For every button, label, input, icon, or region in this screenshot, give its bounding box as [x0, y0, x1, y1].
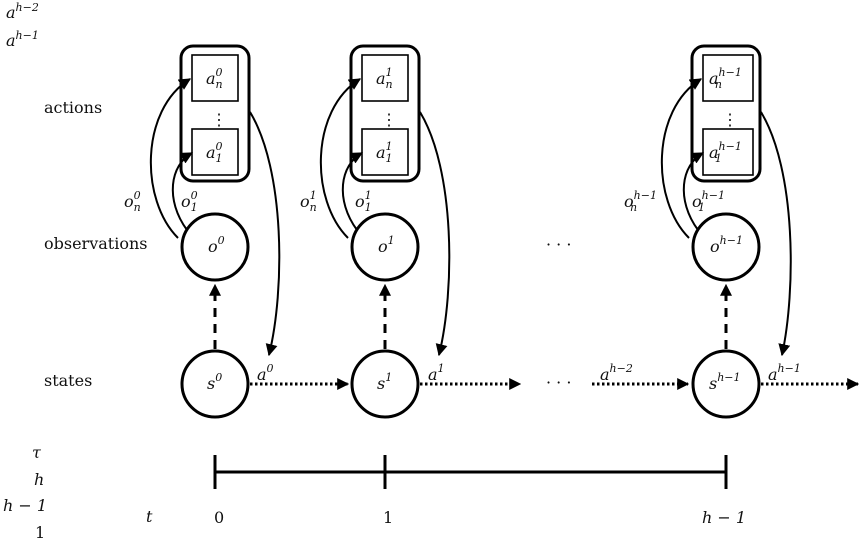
vdots: ⋮ — [381, 110, 397, 129]
action-to-transition-arrow — [760, 111, 792, 357]
action-box-n — [361, 54, 409, 102]
transition-label: ah−1 — [768, 362, 801, 384]
bottom-left-h-minus-1: h − 1 — [3, 496, 47, 515]
states-ellipsis: · · · — [546, 373, 571, 392]
observation-node — [691, 212, 761, 282]
vdots: ⋮ — [722, 110, 738, 129]
action-to-transition-arrow — [249, 111, 281, 357]
obs-to-action-1-arrow — [341, 152, 364, 231]
timeline: t 0 1 h − 1 — [146, 455, 746, 527]
action-box-1 — [361, 128, 409, 176]
timeline-label-0: 0 — [214, 508, 224, 527]
bottom-left-tau: τ — [32, 443, 42, 462]
state-node — [691, 349, 761, 419]
state-label: sh−1 — [709, 371, 741, 393]
observation-label: o1 — [378, 234, 395, 256]
bottom-left-one: 1 — [35, 523, 45, 542]
bottom-left-h: h — [34, 470, 44, 489]
row-label-actions: actions — [44, 98, 102, 117]
observation-node — [350, 212, 420, 282]
timeline-label-h-minus-1: h − 1 — [702, 508, 746, 527]
timeline-t-label: t — [146, 507, 153, 526]
action-box-1 — [702, 128, 754, 176]
observation-node — [180, 212, 250, 282]
state-node — [180, 349, 250, 419]
state-node — [350, 349, 420, 419]
observations-ellipsis: · · · — [546, 235, 571, 254]
action-to-transition-arrow — [419, 111, 451, 357]
row-label-observations: observations — [44, 234, 147, 253]
observation-label: oh−1 — [710, 234, 743, 256]
row-label-states: states — [44, 371, 92, 390]
transition-label: a1 — [428, 362, 445, 384]
obs-to-action-1-arrow — [682, 152, 705, 231]
obs-to-action-n-arrow — [660, 78, 703, 239]
observation-label: o0 — [208, 234, 225, 256]
action-box-n — [191, 54, 239, 102]
pre-transition-label: ah−2 — [600, 362, 633, 384]
obs-to-action-n-arrow — [149, 78, 192, 239]
action-box-1 — [191, 128, 239, 176]
state-label: s0 — [207, 371, 222, 393]
timeline-label-1: 1 — [383, 508, 393, 527]
transition-label: a0 — [257, 362, 274, 384]
action-box-n — [702, 54, 754, 102]
top-left-label-2: ah−1 — [6, 29, 39, 50]
top-left-label-1: ah−2 — [6, 1, 39, 22]
obs-to-action-n-arrow — [319, 78, 362, 239]
state-label: s1 — [377, 371, 392, 393]
vdots: ⋮ — [211, 110, 227, 129]
obs-to-action-1-arrow — [171, 152, 194, 231]
